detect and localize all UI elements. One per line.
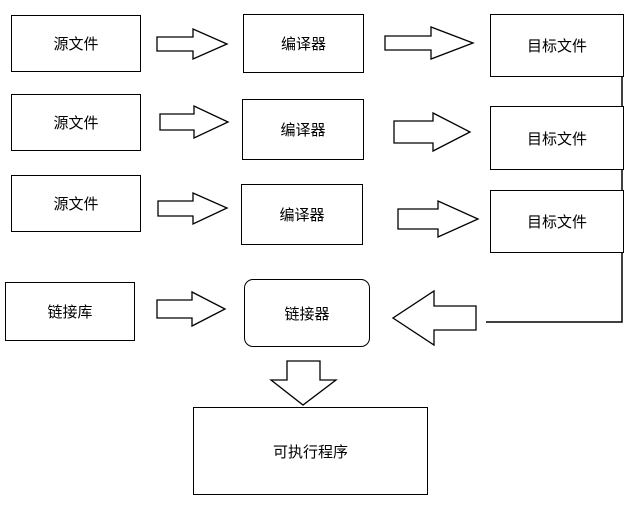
arrow-source2-to-compiler2: [159, 104, 230, 140]
object-file-2: 目标文件: [490, 106, 624, 170]
compiler-2: 编译器: [242, 99, 364, 160]
arrow-source1-to-compiler1: [156, 28, 229, 60]
object-file-3: 目标文件: [490, 190, 624, 253]
compiler-3: 编译器: [241, 184, 363, 245]
arrow-linker-to-executable: [269, 360, 338, 406]
arrow-library-to-linker: [156, 290, 227, 328]
arrow-compiler2-to-object2: [393, 111, 472, 153]
source-file-1: 源文件: [11, 15, 141, 72]
arrow-compiler3-to-object3: [397, 199, 480, 239]
compiler-1: 编译器: [243, 14, 364, 73]
arrow-source3-to-compiler3: [157, 192, 229, 226]
linker: 链接器: [244, 279, 370, 347]
source-file-2: 源文件: [11, 94, 141, 151]
arrow-compiler1-to-object1: [384, 26, 475, 60]
source-file-3: 源文件: [11, 175, 141, 232]
arrow-objects-to-linker: [391, 289, 477, 347]
executable-program: 可执行程序: [193, 407, 428, 495]
object-file-1: 目标文件: [490, 14, 624, 77]
link-library: 链接库: [5, 282, 135, 341]
